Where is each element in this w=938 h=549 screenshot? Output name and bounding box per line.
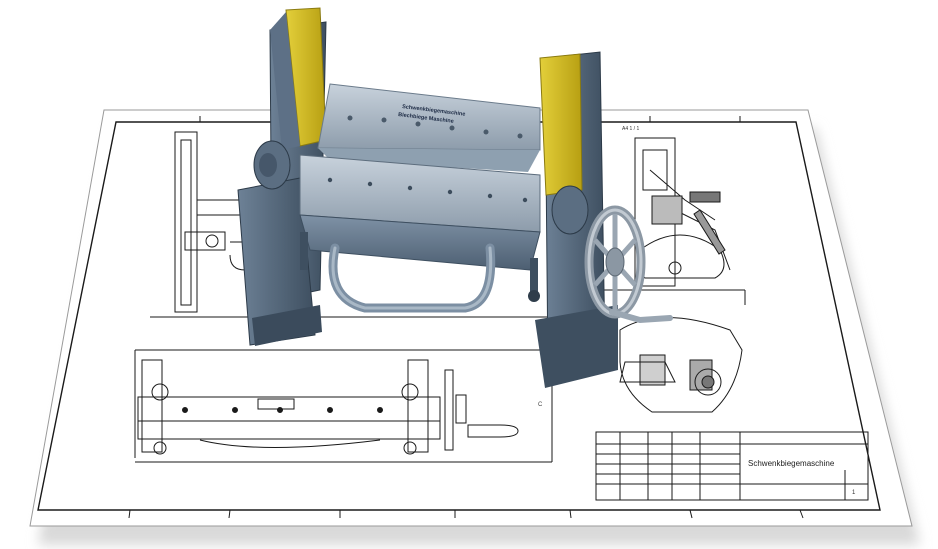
handwheel	[584, 205, 673, 324]
sheet-id: A4 1 / 1	[622, 126, 639, 132]
front-view: C	[134, 349, 553, 463]
svg-text:1: 1	[852, 490, 856, 496]
svg-text:C: C	[538, 402, 543, 408]
detail-section-view	[619, 317, 743, 413]
right-yellow-cap	[539, 53, 583, 196]
title-block: Schwenkbiegemaschine 1	[595, 431, 869, 501]
title-block-name: Schwenkbiegemaschine	[748, 459, 835, 468]
sheet-metal-bending-machine-3d: Schwenkbiegemaschine Blechbiege Maschine	[237, 7, 673, 388]
side-section-view	[600, 137, 746, 305]
right-pivot-hub	[551, 185, 589, 235]
